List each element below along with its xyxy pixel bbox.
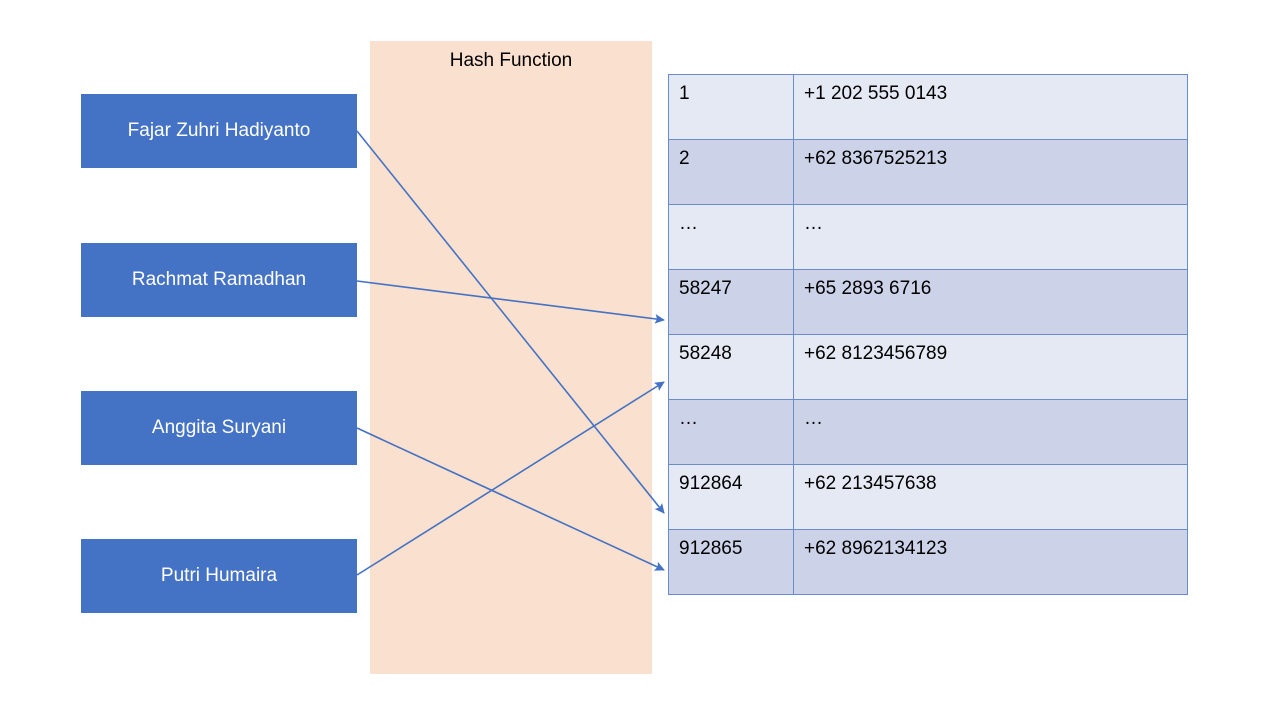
table-cell-key: 1	[668, 74, 794, 140]
table-cell-value: +62 213457638	[793, 464, 1188, 530]
table-cell-key: …	[668, 204, 794, 270]
table-cell-key: 58247	[668, 269, 794, 335]
table-cell-value: +1 202 555 0143	[793, 74, 1188, 140]
table-cell-value: …	[793, 399, 1188, 465]
table-row[interactable]: 58248 +62 8123456789	[668, 334, 1188, 400]
table-row[interactable]: … …	[668, 204, 1188, 270]
table-cell-value: +65 2893 6716	[793, 269, 1188, 335]
table-cell-key: 58248	[668, 334, 794, 400]
input-box-label: Putri Humaira	[160, 565, 278, 586]
table-row[interactable]: 912865 +62 8962134123	[668, 529, 1188, 595]
input-box-3[interactable]: Putri Humaira	[81, 539, 357, 613]
table-row[interactable]: 912864 +62 213457638	[668, 464, 1188, 530]
hash-table: 1 +1 202 555 0143 2 +62 8367525213 … … 5…	[668, 74, 1188, 595]
input-box-1[interactable]: Rachmat Ramadhan	[81, 243, 357, 317]
table-cell-key: …	[668, 399, 794, 465]
table-cell-key: 2	[668, 139, 794, 205]
input-box-2[interactable]: Anggita Suryani	[81, 391, 357, 465]
input-box-label: Anggita Suryani	[151, 417, 287, 438]
hash-function-label: Hash Function	[449, 50, 573, 71]
table-row[interactable]: 1 +1 202 555 0143	[668, 74, 1188, 140]
table-cell-value: +62 8123456789	[793, 334, 1188, 400]
table-cell-key: 912865	[668, 529, 794, 595]
table-row[interactable]: 2 +62 8367525213	[668, 139, 1188, 205]
table-cell-value: …	[793, 204, 1188, 270]
input-box-label: Rachmat Ramadhan	[131, 269, 307, 290]
table-cell-value: +62 8962134123	[793, 529, 1188, 595]
input-box-label: Fajar Zuhri Hadiyanto	[127, 120, 311, 141]
table-cell-key: 912864	[668, 464, 794, 530]
table-row[interactable]: 58247 +65 2893 6716	[668, 269, 1188, 335]
hash-function-band	[370, 41, 652, 674]
input-box-0[interactable]: Fajar Zuhri Hadiyanto	[81, 94, 357, 168]
table-cell-value: +62 8367525213	[793, 139, 1188, 205]
table-row[interactable]: … …	[668, 399, 1188, 465]
